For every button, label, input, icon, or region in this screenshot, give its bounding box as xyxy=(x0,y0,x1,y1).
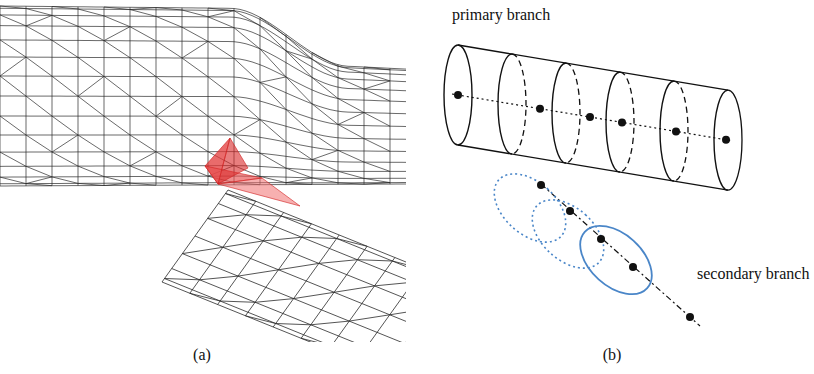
secondary-tube-mesh xyxy=(162,190,406,342)
cylinder-outline xyxy=(458,145,728,190)
primary-tube-mesh xyxy=(0,6,406,186)
centerline-point xyxy=(686,313,694,321)
branch-label: primary branch xyxy=(452,6,550,24)
centerline xyxy=(452,94,732,141)
branch-label: secondary branch xyxy=(697,265,809,283)
cross-section xyxy=(519,187,616,282)
cross-section xyxy=(481,161,578,256)
centerline-point xyxy=(454,91,462,99)
centerline-point xyxy=(586,113,594,121)
junction-patch xyxy=(205,138,300,206)
cross-section xyxy=(444,45,472,145)
panel-label: (b) xyxy=(603,346,622,364)
cross-section xyxy=(567,213,664,308)
centerline-point xyxy=(537,181,545,189)
centerline xyxy=(541,184,700,326)
centerline-point xyxy=(597,235,605,243)
centerline-point xyxy=(566,207,574,215)
cross-section xyxy=(660,81,674,181)
centerline-point xyxy=(629,263,637,271)
wireframe-mesh xyxy=(0,6,406,342)
cross-section xyxy=(512,54,526,154)
centerline-point xyxy=(722,136,730,144)
cross-section xyxy=(606,72,620,172)
centerline-point xyxy=(618,118,626,126)
panel-label: (a) xyxy=(193,346,211,364)
centerline-point xyxy=(672,127,680,135)
cylinder-outline xyxy=(458,45,728,90)
cross-section xyxy=(498,54,512,154)
cross-section xyxy=(566,63,580,163)
centerline-point xyxy=(536,105,544,113)
branch-schematic xyxy=(444,45,742,326)
cross-section xyxy=(552,63,566,163)
